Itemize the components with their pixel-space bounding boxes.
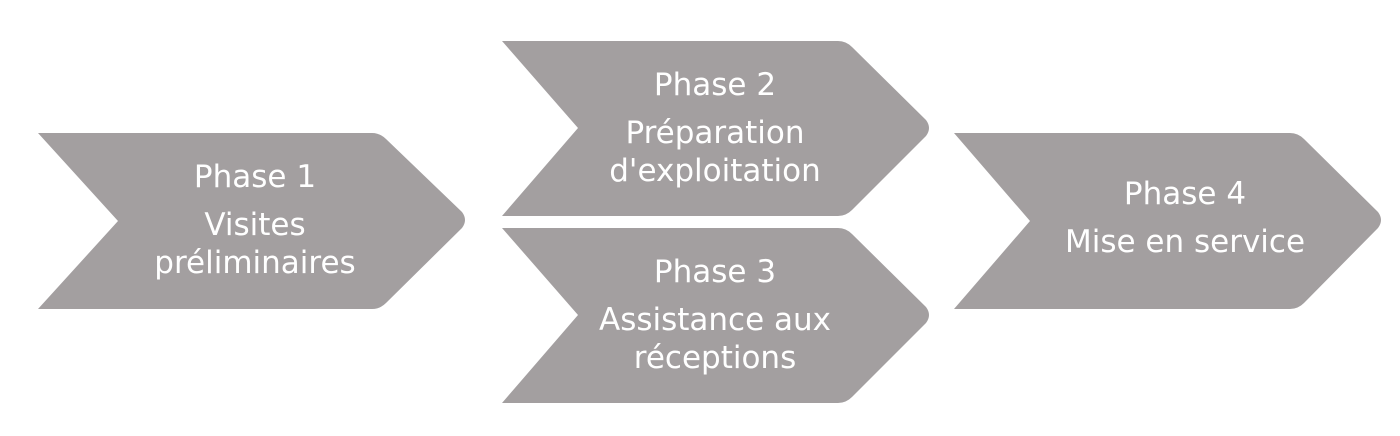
phase-1-description: Visites préliminaires (154, 207, 356, 281)
phase-4-description: Mise en service (1064, 224, 1306, 260)
phase-2-title: Phase 2 (653, 67, 777, 103)
phase-4-label: Phase 4 Mise en service (1030, 168, 1340, 268)
phase-2-chevron (502, 41, 929, 216)
phase-3-description: Assistance aux réceptions (598, 302, 832, 376)
phase-1-label: Phase 1 Visites préliminaires (110, 150, 400, 290)
phase-1-chevron (38, 133, 465, 309)
phase-1-title: Phase 1 (193, 159, 317, 195)
phase-4-title: Phase 4 (1123, 176, 1247, 212)
phase-3-title: Phase 3 (653, 254, 777, 290)
phase-2-label: Phase 2 Préparation d'exploitation (570, 58, 860, 198)
phase-4-chevron (954, 133, 1381, 309)
phase-3-chevron (502, 228, 929, 403)
phase-2-description: Préparation d'exploitation (609, 115, 821, 189)
phase-3-label: Phase 3 Assistance aux réceptions (570, 245, 860, 385)
